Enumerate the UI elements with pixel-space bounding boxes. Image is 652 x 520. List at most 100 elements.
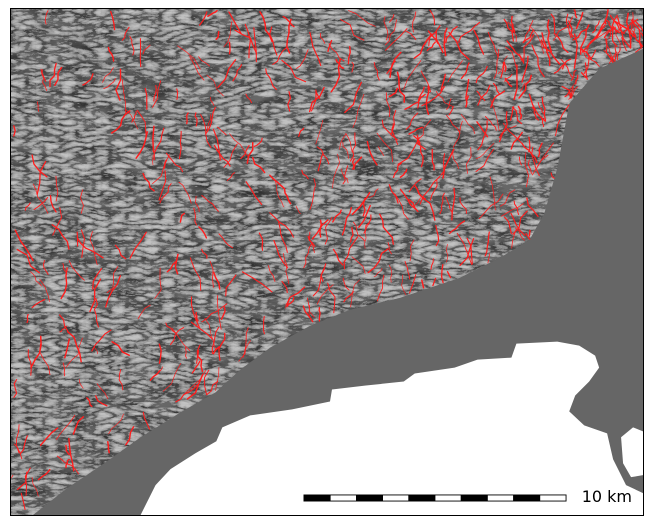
stream-segment (439, 192, 445, 215)
stream-segment (387, 242, 392, 255)
stream-segment (403, 60, 422, 90)
stream-segment (121, 26, 130, 41)
stream-segment (265, 68, 278, 91)
stream-segment (573, 33, 578, 69)
stream-segment (162, 363, 182, 392)
stream-segment (102, 67, 114, 83)
stream-segment (252, 156, 266, 174)
stream-segment (413, 197, 421, 208)
stream-segment (448, 31, 470, 60)
stream-segment (390, 123, 394, 135)
stream-segment (386, 60, 396, 75)
stream-segment (52, 207, 63, 236)
stream-segment (301, 169, 309, 180)
stream-segment (460, 114, 476, 134)
stream-segment (364, 222, 370, 249)
stream-segment (37, 468, 51, 481)
stream-segment (465, 78, 470, 100)
scale-bar-segment (303, 494, 331, 502)
stream-segment (367, 248, 389, 274)
scale-bar-segment (329, 494, 357, 502)
stream-segment (537, 101, 545, 115)
stream-segment (149, 369, 161, 381)
stream-segment (617, 48, 621, 61)
stream-segment (340, 168, 349, 184)
stream-segment (358, 204, 371, 228)
stream-segment (409, 274, 417, 294)
stream-segment (142, 172, 155, 192)
stream-segment (13, 443, 20, 454)
stream-segment (106, 266, 119, 294)
stream-segment (383, 16, 389, 41)
stream-segment (394, 193, 409, 220)
stream-segment (506, 40, 524, 61)
stream-segment (553, 32, 569, 53)
stream-segment (524, 152, 529, 188)
stream-segment (176, 88, 179, 100)
stream-segment (311, 219, 329, 240)
stream-segment (363, 214, 372, 234)
stream-segment (503, 18, 514, 42)
stream-segment (41, 69, 47, 82)
stream-segment (295, 206, 301, 215)
stream-segment (404, 260, 411, 280)
stream-segment (31, 477, 39, 497)
stream-segment (614, 46, 617, 60)
stream-segment (253, 137, 263, 147)
stream-segment (153, 127, 165, 161)
stream-segment (527, 159, 532, 174)
stream-segment (111, 341, 130, 356)
stream-segment (272, 46, 288, 65)
stream-segment (218, 332, 226, 361)
stream-segment (195, 311, 199, 322)
stream-segment (65, 458, 70, 469)
stream-segment (445, 196, 454, 214)
stream-segment (209, 260, 214, 288)
stream-segment (510, 15, 516, 33)
stream-segment (615, 24, 624, 34)
stream-segment (347, 45, 351, 65)
stream-segment (199, 11, 208, 26)
stream-segment (526, 197, 539, 217)
stream-segment (413, 33, 433, 59)
hillshade-map[interactable] (10, 8, 644, 516)
stream-segment (125, 426, 135, 446)
stream-segment (341, 206, 352, 236)
stream-segment (190, 296, 200, 328)
stream-segment (614, 20, 636, 38)
stream-segment (504, 77, 513, 88)
stream-segment (27, 349, 32, 376)
stream-segment (11, 474, 14, 479)
stream-segment (137, 304, 151, 319)
stream-segment (385, 92, 391, 117)
stream-segment (39, 427, 59, 447)
stream-segment (376, 132, 393, 163)
stream-segment (110, 110, 131, 134)
stream-segment (108, 413, 124, 435)
stream-segment (401, 274, 407, 296)
stream-segment (477, 84, 491, 106)
stream-segment (215, 30, 220, 41)
scale-bar-segment (356, 494, 384, 502)
stream-segment (343, 291, 354, 303)
stream-segment (528, 93, 546, 122)
stream-segment (385, 28, 408, 51)
stream-segment (580, 45, 598, 64)
stream-segment (68, 260, 85, 281)
stream-segment (201, 194, 219, 212)
stream-segment (223, 21, 233, 48)
stream-segment (517, 105, 523, 120)
stream-segment (228, 11, 242, 35)
stream-segment (530, 27, 544, 54)
stream-segment (308, 86, 325, 113)
stream-segment (114, 244, 127, 260)
stream-segment (484, 231, 490, 257)
stream-segment (465, 147, 472, 174)
reclaimed-land-island-east (621, 427, 643, 478)
stream-segment (422, 197, 436, 221)
stream-segment (531, 44, 545, 78)
stream-segment (79, 379, 84, 389)
stream-segment (612, 26, 620, 34)
stream-segment (425, 85, 430, 116)
stream-segment (640, 32, 643, 38)
